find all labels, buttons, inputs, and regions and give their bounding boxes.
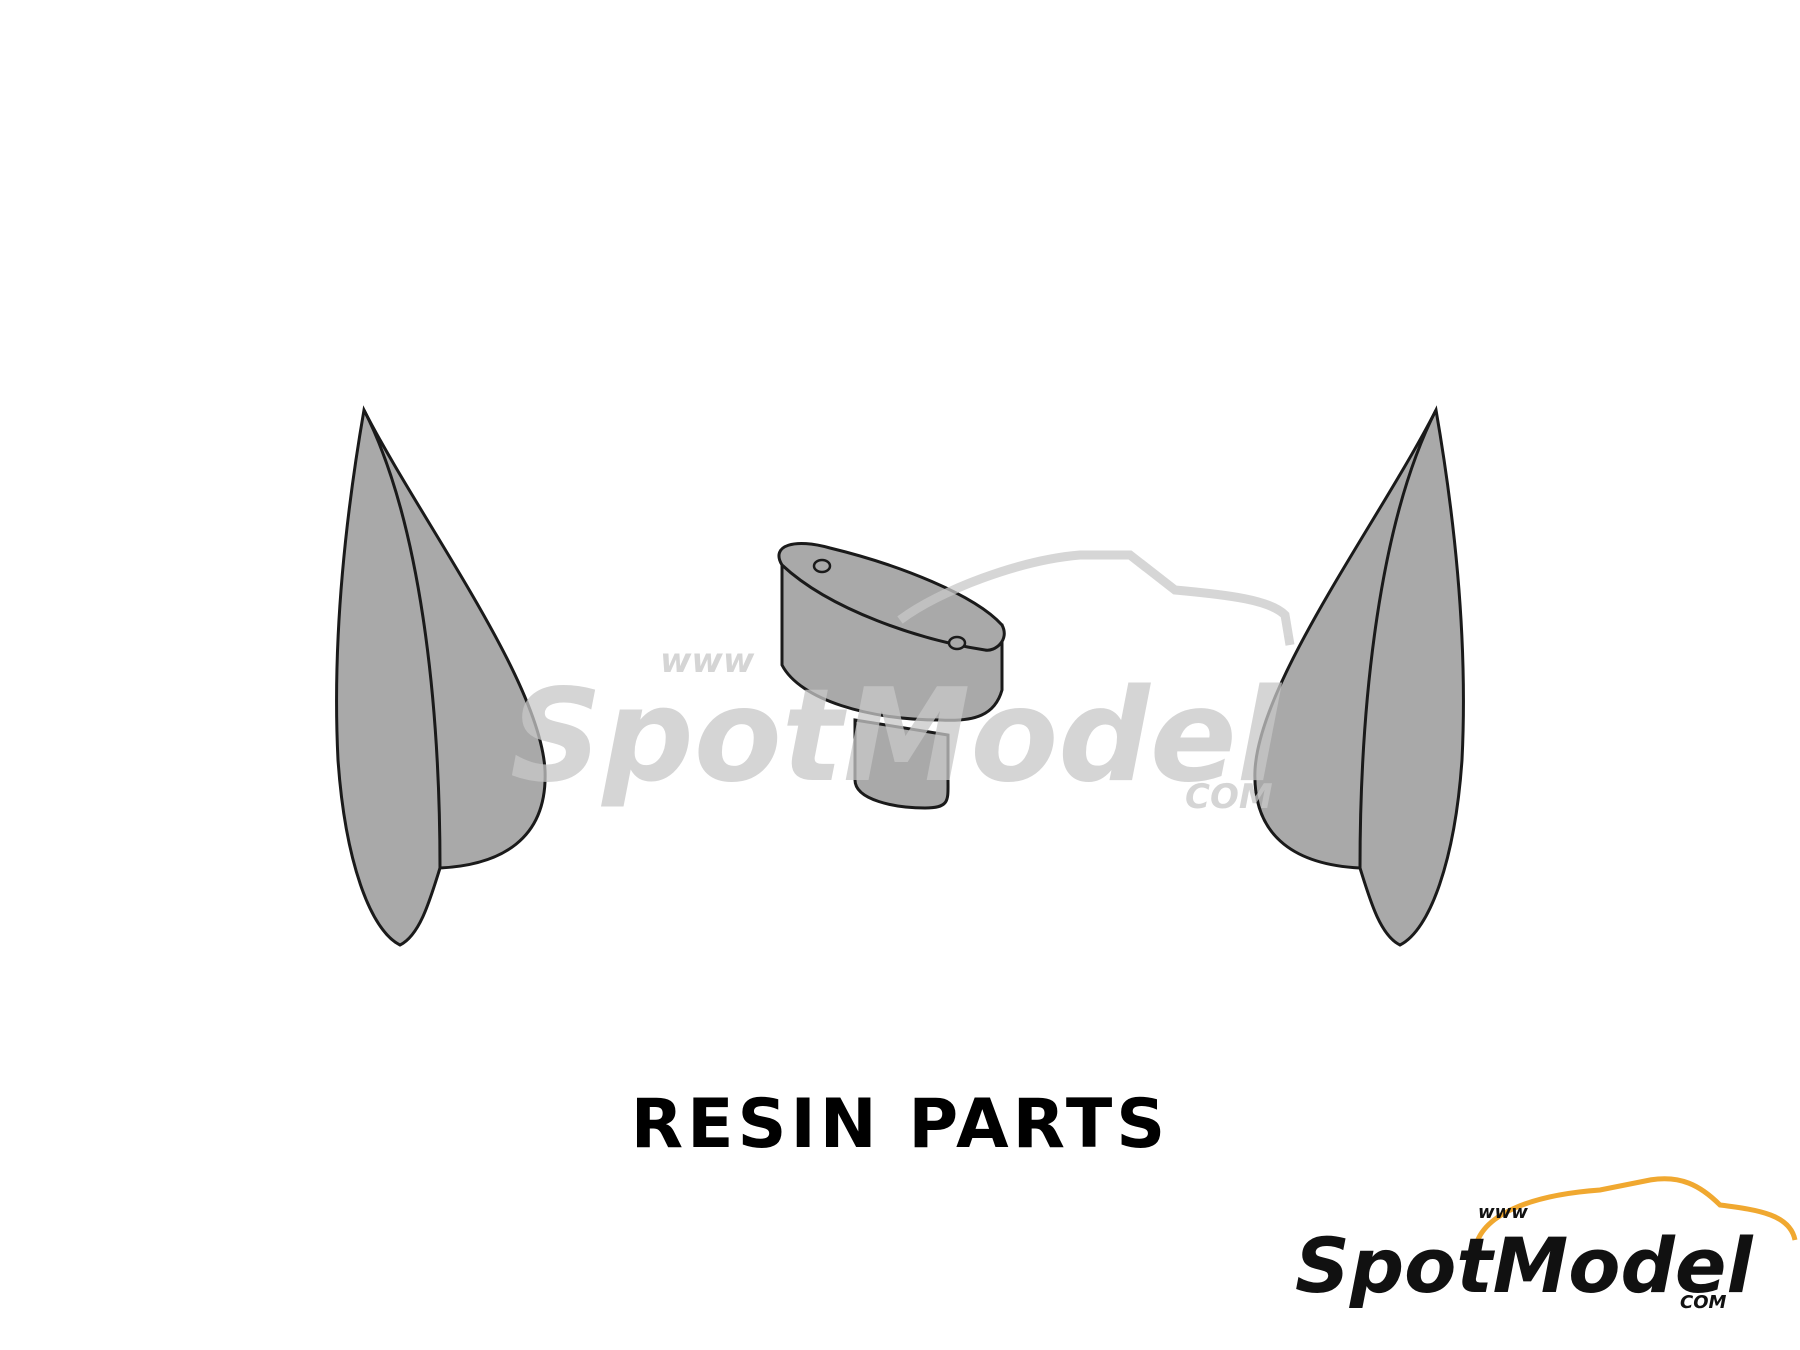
watermark-prefix: www — [660, 641, 755, 681]
watermark-suffix: COM — [1185, 777, 1273, 817]
logo-prefix: www — [1478, 1202, 1528, 1223]
watermark: www SpotModel COM — [510, 550, 1295, 817]
logo-brand: SpotModel — [1295, 1221, 1753, 1310]
logo-car-icon — [1472, 1176, 1798, 1251]
caption-title: RESIN PARTS — [630, 1085, 1170, 1164]
right-fin-part — [1253, 405, 1465, 947]
center-mount-part — [777, 541, 1006, 810]
watermark-brand: SpotModel — [510, 662, 1283, 811]
left-fin-part — [335, 405, 547, 947]
logo-suffix: COM — [1680, 1292, 1727, 1313]
spotmodel-logo: www SpotModel COM — [1295, 1176, 1798, 1313]
